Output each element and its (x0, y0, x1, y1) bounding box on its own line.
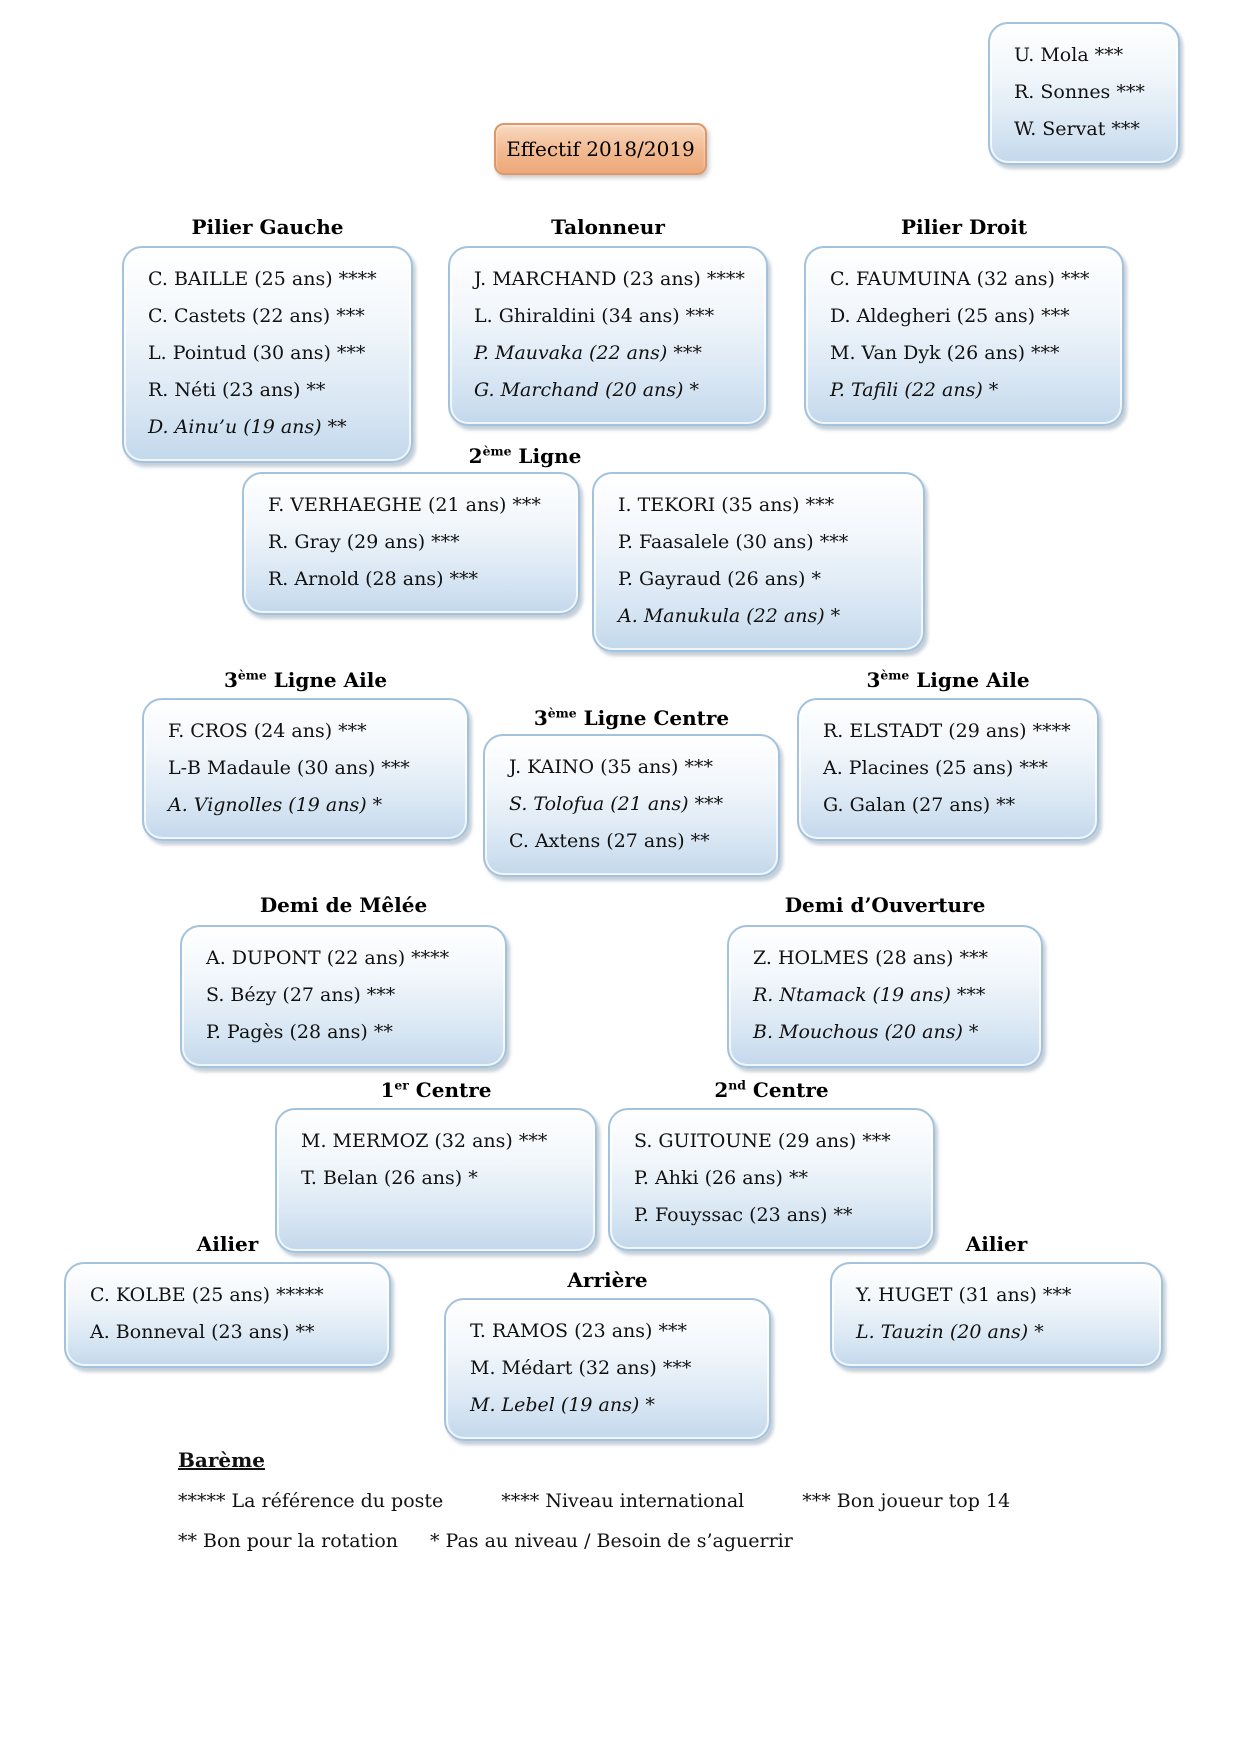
player-entry: B. Mouchous (20 ans) * (753, 1021, 979, 1043)
player-box-3eme-ligne-aile-droit: R. ELSTADT (29 ans) **** A. Placines (25… (797, 698, 1099, 841)
player-entry: R. Arnold (28 ans) *** (268, 568, 479, 590)
player-entry: C. Axtens (27 ans) ** (509, 830, 710, 852)
player-box-demi-de-melee: A. DUPONT (22 ans) **** S. Bézy (27 ans)… (180, 925, 507, 1068)
bareme-item: ** Bon pour la rotation (178, 1530, 398, 1552)
heading-3eme-ligne-aile-droit: 3ème Ligne Aile (866, 667, 1030, 692)
player-entry: P. Mauvaka (22 ans) *** (474, 342, 702, 364)
player-entry: A. Placines (25 ans) *** (823, 757, 1048, 779)
player-entry: J. KAINO (35 ans) *** (509, 756, 714, 778)
player-entry: C. FAUMUINA (32 ans) *** (830, 268, 1090, 290)
player-entry: G. Marchand (20 ans) * (474, 379, 699, 401)
staff-entry: U. Mola *** (1014, 44, 1124, 66)
bareme-line-2: ** Bon pour la rotation * Pas au niveau … (178, 1530, 793, 1552)
player-box-ailier-gauche: C. KOLBE (25 ans) ***** A. Bonneval (23 … (64, 1262, 391, 1368)
player-box-2eme-ligne-gauche: F. VERHAEGHE (21 ans) *** R. Gray (29 an… (242, 472, 580, 615)
player-entry: A. Manukula (22 ans) * (618, 605, 841, 627)
staff-box: U. Mola *** R. Sonnes *** W. Servat *** (988, 22, 1180, 165)
player-entry: M. MERMOZ (32 ans) *** (301, 1130, 548, 1152)
player-entry: Y. HUGET (31 ans) *** (856, 1284, 1072, 1306)
player-box-pilier-droit: C. FAUMUINA (32 ans) *** D. Aldegheri (2… (804, 246, 1124, 426)
player-box-2eme-ligne-droit: I. TEKORI (35 ans) *** P. Faasalele (30 … (592, 472, 925, 652)
player-entry: P. Pagès (28 ans) ** (206, 1021, 393, 1043)
player-entry: S. Tolofua (21 ans) *** (509, 793, 724, 815)
player-entry: P. Gayraud (26 ans) * (618, 568, 821, 590)
heading-pilier-gauche: Pilier Gauche (191, 215, 344, 239)
player-entry: S. Bézy (27 ans) *** (206, 984, 396, 1006)
player-entry: P. Faasalele (30 ans) *** (618, 531, 849, 553)
bareme-line-1: ***** La référence du poste **** Niveau … (178, 1490, 1010, 1512)
player-entry: L. Ghiraldini (34 ans) *** (474, 305, 715, 327)
player-box-demi-d-ouverture: Z. HOLMES (28 ans) *** R. Ntamack (19 an… (727, 925, 1043, 1068)
player-entry: L-B Madaule (30 ans) *** (168, 757, 410, 779)
heading-3eme-ligne-centre: 3ème Ligne Centre (533, 705, 730, 730)
page-title-text: Effectif 2018/2019 (506, 137, 695, 161)
player-entry: T. RAMOS (23 ans) *** (470, 1320, 687, 1342)
player-box-1er-centre: M. MERMOZ (32 ans) *** T. Belan (26 ans)… (275, 1108, 597, 1253)
player-entry: R. Ntamack (19 ans) *** (753, 984, 986, 1006)
player-entry: Z. HOLMES (28 ans) *** (753, 947, 988, 969)
heading-talonneur: Talonneur (551, 215, 665, 239)
player-box-talonneur: J. MARCHAND (23 ans) **** L. Ghiraldini … (448, 246, 768, 426)
player-entry: C. KOLBE (25 ans) ***** (90, 1284, 324, 1306)
player-entry: F. VERHAEGHE (21 ans) *** (268, 494, 541, 516)
player-entry: I. TEKORI (35 ans) *** (618, 494, 835, 516)
heading-demi-d-ouverture: Demi d’Ouverture (784, 893, 986, 917)
bareme-item: ***** La référence du poste (178, 1490, 444, 1512)
player-entry: R. ELSTADT (29 ans) **** (823, 720, 1071, 742)
player-box-3eme-ligne-aile-gauche: F. CROS (24 ans) *** L-B Madaule (30 ans… (142, 698, 469, 841)
player-entry: T. Belan (26 ans) * (301, 1167, 478, 1189)
player-entry: S. GUITOUNE (29 ans) *** (634, 1130, 891, 1152)
bareme-item: *** Bon joueur top 14 (802, 1490, 1011, 1512)
player-entry: R. Gray (29 ans) *** (268, 531, 460, 553)
player-entry: A. Vignolles (19 ans) * (168, 794, 383, 816)
player-entry: R. Néti (23 ans) ** (148, 379, 326, 401)
heading-ailier-droit: Ailier (965, 1232, 1028, 1256)
player-entry: P. Fouyssac (23 ans) ** (634, 1204, 853, 1226)
bareme-heading: Barème (178, 1448, 266, 1472)
player-entry: J. MARCHAND (23 ans) **** (474, 268, 745, 290)
heading-pilier-droit: Pilier Droit (900, 215, 1028, 239)
player-box-arriere: T. RAMOS (23 ans) *** M. Médart (32 ans)… (444, 1298, 771, 1441)
player-entry: P. Tafili (22 ans) * (830, 379, 999, 401)
heading-demi-de-melee: Demi de Mêlée (259, 893, 428, 917)
player-entry: M. Van Dyk (26 ans) *** (830, 342, 1060, 364)
heading-3eme-ligne-aile-gauche: 3ème Ligne Aile (223, 667, 388, 692)
player-box-ailier-droit: Y. HUGET (31 ans) *** L. Tauzin (20 ans)… (830, 1262, 1163, 1368)
player-entry: L. Pointud (30 ans) *** (148, 342, 366, 364)
bareme-item: * Pas au niveau / Besoin de s’aguerrir (430, 1530, 793, 1552)
player-box-3eme-ligne-centre: J. KAINO (35 ans) *** S. Tolofua (21 ans… (483, 734, 780, 877)
heading-arriere: Arrière (567, 1268, 648, 1292)
heading-2eme-ligne: 2ème Ligne (468, 443, 582, 468)
player-entry: C. BAILLE (25 ans) **** (148, 268, 377, 290)
heading-ailier-gauche: Ailier (196, 1232, 259, 1256)
page-title: Effectif 2018/2019 (494, 123, 707, 175)
heading-2nd-centre: 2nd Centre (714, 1077, 829, 1102)
player-entry: D. Aldegheri (25 ans) *** (830, 305, 1070, 327)
heading-1er-centre: 1er Centre (380, 1077, 492, 1102)
player-entry: L. Tauzin (20 ans) * (856, 1321, 1044, 1343)
player-box-pilier-gauche: C. BAILLE (25 ans) **** C. Castets (22 a… (122, 246, 413, 463)
bareme-item: **** Niveau international (501, 1490, 745, 1512)
staff-entry: W. Servat *** (1014, 118, 1140, 140)
player-entry: A. Bonneval (23 ans) ** (90, 1321, 315, 1343)
player-entry: M. Lebel (19 ans) * (470, 1394, 655, 1416)
player-entry: C. Castets (22 ans) *** (148, 305, 365, 327)
player-entry: M. Médart (32 ans) *** (470, 1357, 692, 1379)
player-entry: P. Ahki (26 ans) ** (634, 1167, 808, 1189)
player-entry: D. Ainu’u (19 ans) ** (148, 416, 347, 438)
player-entry: G. Galan (27 ans) ** (823, 794, 1016, 816)
staff-entry: R. Sonnes *** (1014, 81, 1145, 103)
player-entry: A. DUPONT (22 ans) **** (206, 947, 450, 969)
player-entry: F. CROS (24 ans) *** (168, 720, 367, 742)
player-box-2nd-centre: S. GUITOUNE (29 ans) *** P. Ahki (26 ans… (608, 1108, 935, 1251)
